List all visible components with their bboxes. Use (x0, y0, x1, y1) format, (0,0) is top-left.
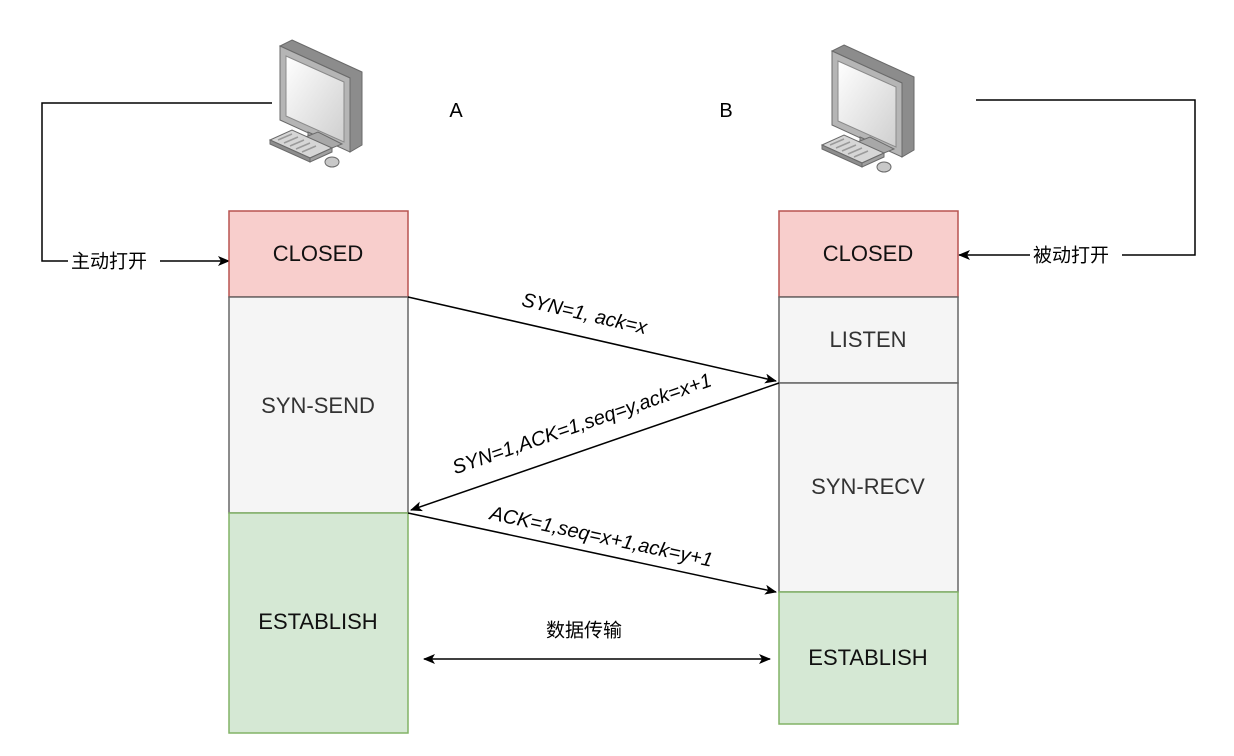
syn-ack-message-arrow (410, 382, 780, 512)
b-closed-state-label: CLOSED (823, 241, 913, 266)
syn-message-label: SYN=1, ack=x (520, 289, 651, 339)
a-syn-send-state-label: SYN-SEND (261, 393, 375, 418)
b-syn-recv-state-label: SYN-RECV (811, 474, 925, 499)
data-transfer-label: 数据传输 (546, 620, 622, 642)
active-open-connector (41, 102, 272, 262)
host-b-label: B (719, 100, 732, 122)
a-establish-state-box (228, 512, 409, 734)
host-a-state-column: CLOSED SYN-SEND ESTABLISH (228, 210, 409, 734)
ack-message-arrow (407, 512, 777, 595)
active-open-label: 主动打开 (71, 251, 147, 273)
passive-open-connector (976, 99, 1196, 256)
host-b-computer-icon (821, 44, 915, 173)
passive-open-label: 被动打开 (1033, 245, 1109, 267)
b-establish-state-box (778, 591, 959, 725)
host-a-computer-icon (269, 39, 363, 168)
b-listen-state-label: LISTEN (829, 327, 906, 352)
syn-message-arrow (407, 296, 777, 384)
a-closed-state-box (228, 210, 409, 298)
host-b-state-column: CLOSED LISTEN SYN-RECV ESTABLISH (778, 210, 959, 725)
host-a-label: A (449, 100, 463, 122)
a-syn-send-state-box (228, 296, 409, 514)
syn-ack-message-label: SYN=1,ACK=1,seq=y,ack=x+1 (450, 370, 715, 480)
b-establish-state-label: ESTABLISH (808, 645, 927, 670)
a-closed-state-label: CLOSED (273, 241, 363, 266)
a-establish-state-label: ESTABLISH (258, 609, 377, 634)
